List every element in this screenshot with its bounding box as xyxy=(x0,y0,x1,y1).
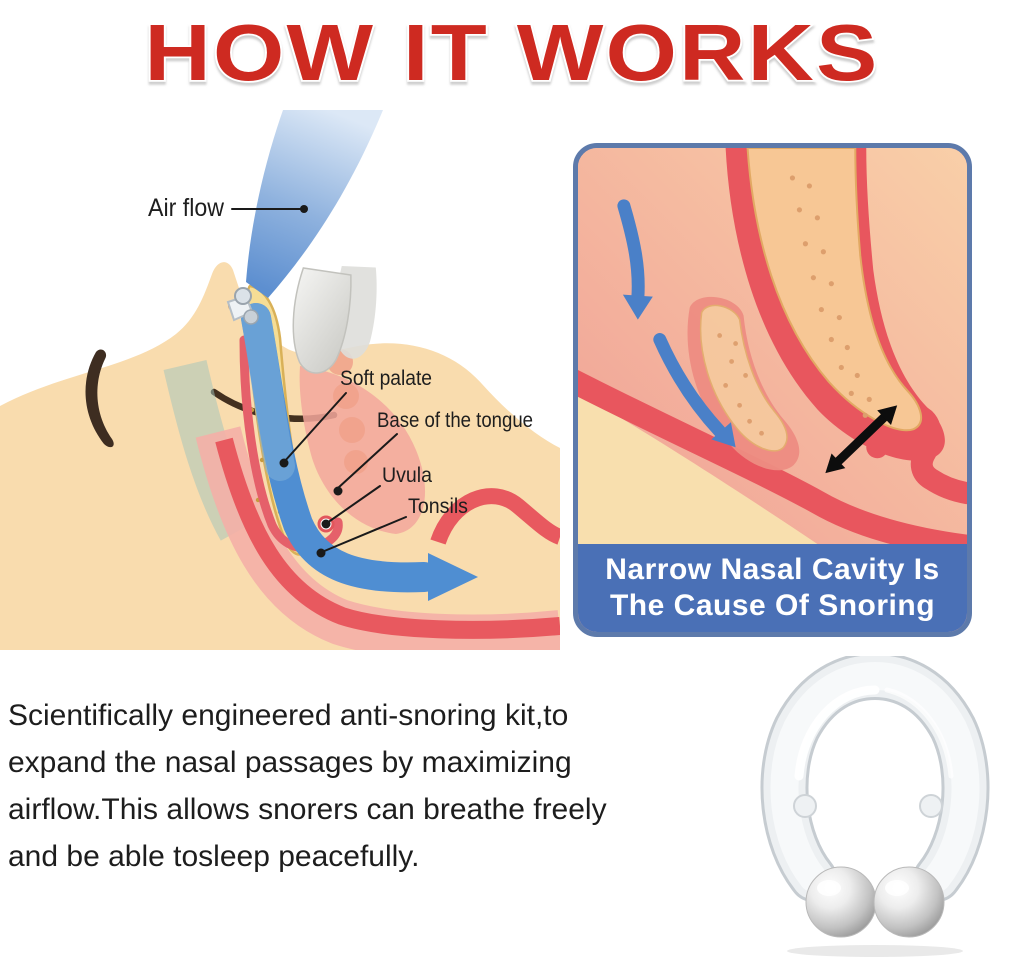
label-soft-palate: Soft palate xyxy=(340,367,432,390)
turbinate-large xyxy=(725,148,945,461)
airflow-entry-stream xyxy=(246,110,383,298)
description-line: airflow.This allows snorers can breathe … xyxy=(8,793,607,826)
nasal-cavity-illustration xyxy=(578,148,967,544)
label-air-flow: Air flow xyxy=(148,194,225,222)
airflow-inner-stream xyxy=(241,303,478,601)
gap-double-arrow-icon xyxy=(825,405,898,474)
label-base-of-tongue: Base of the tongue xyxy=(377,409,533,432)
nose-clip-device xyxy=(226,287,259,325)
description-line: and be able tosleep peacefully. xyxy=(8,840,420,873)
page-title-text: HOW IT WORKS xyxy=(145,8,880,97)
diagram-annotations: Air flow Soft palate Base of the tongue … xyxy=(148,194,533,558)
description-line: expand the nasal passages by maximizing xyxy=(8,746,572,779)
description-line: Scientifically engineered anti-snoring k… xyxy=(8,699,569,732)
throat-tissue xyxy=(299,349,426,534)
silicone-ring xyxy=(760,656,990,902)
description-text: Scientifically engineered anti-snoring k… xyxy=(8,692,708,880)
panel-caption-line2: The Cause Of Snoring xyxy=(609,589,936,622)
page-title: HOW IT WORKS xyxy=(143,6,880,99)
turbinate-small xyxy=(687,296,800,471)
nose-clip-product-image xyxy=(760,656,990,957)
head-airflow-diagram: Air flow Soft palate Base of the tongue … xyxy=(0,110,560,650)
panel-caption-line1: Narrow Nasal Cavity Is xyxy=(605,553,940,586)
label-uvula: Uvula xyxy=(382,464,432,487)
airway-tissue-bands xyxy=(195,426,560,650)
label-tonsils: Tonsils xyxy=(408,495,468,518)
ring-inner-nubs xyxy=(793,794,943,818)
magnet-balls xyxy=(805,866,945,938)
exit-arrow-icon xyxy=(428,553,478,601)
eyebrow-icon xyxy=(85,349,114,448)
nasal-cavity-panel: Narrow Nasal Cavity Is The Cause Of Snor… xyxy=(573,143,972,637)
teeth xyxy=(292,265,377,374)
palate-floor xyxy=(578,392,818,544)
product-shadow xyxy=(787,945,963,957)
panel-caption: Narrow Nasal Cavity Is The Cause Of Snor… xyxy=(578,544,967,632)
airflow-arrow-icons xyxy=(617,199,736,448)
